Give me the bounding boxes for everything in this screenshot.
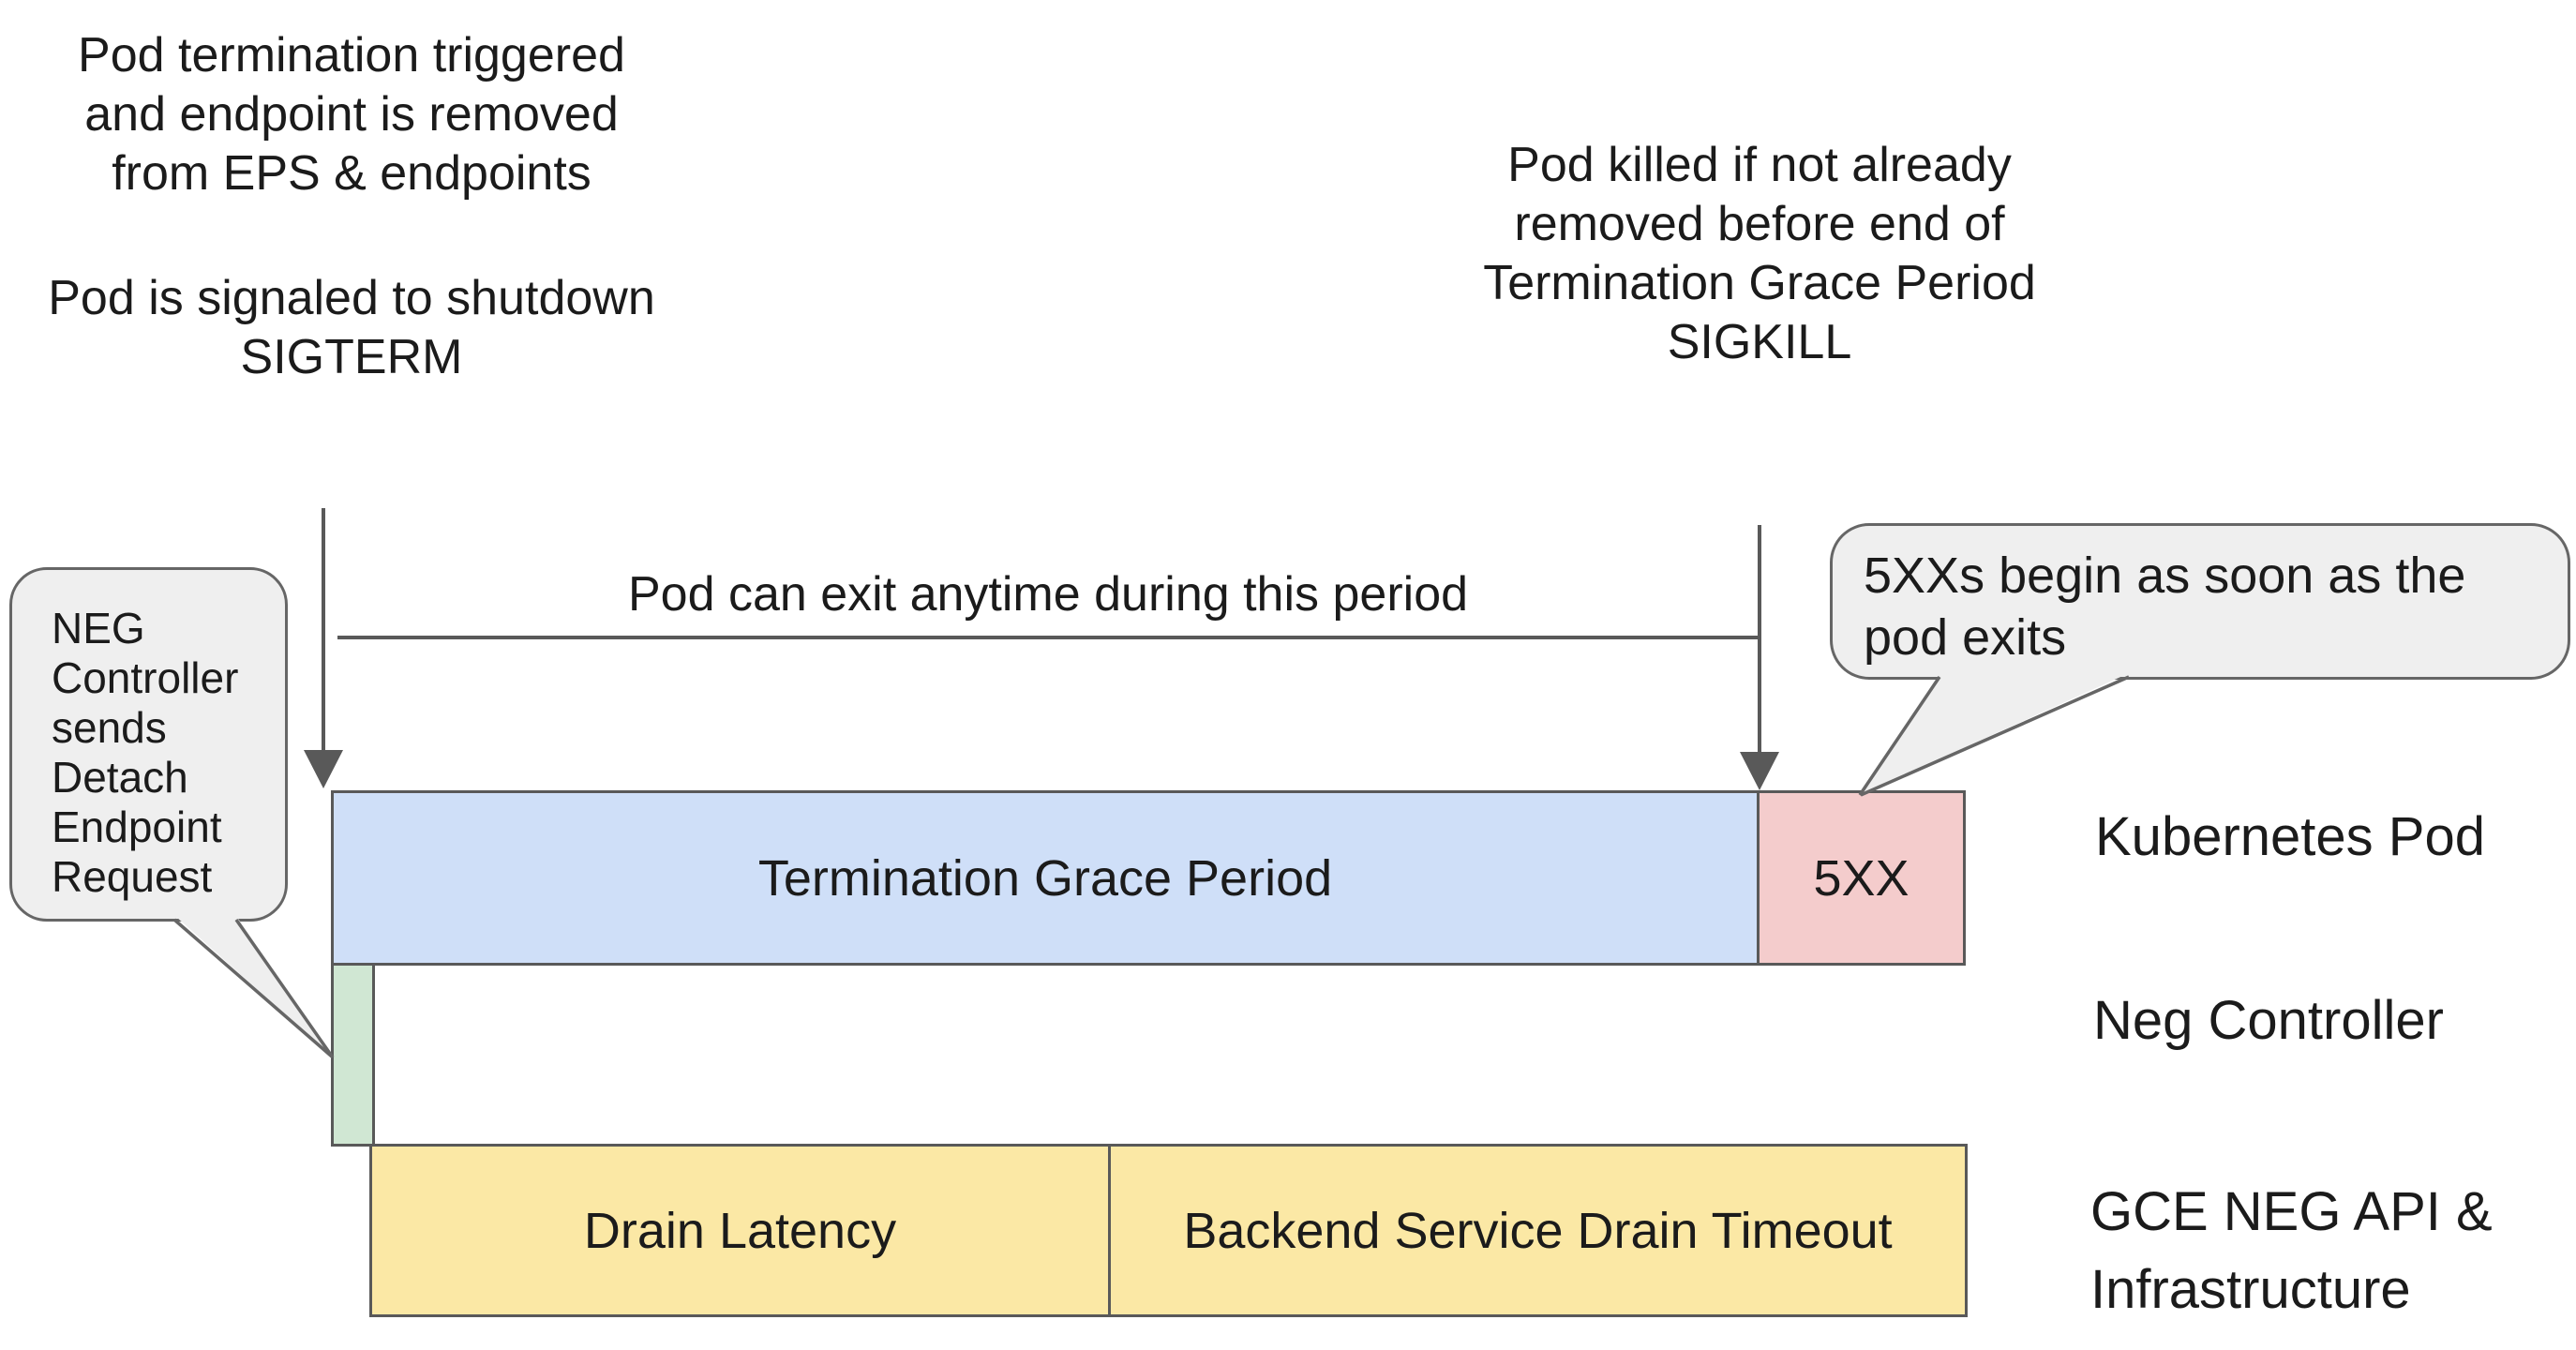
note-pod-termination: Pod termination triggered and endpoint i… [13,26,690,387]
note-line: SIGTERM [240,330,463,384]
drain-latency-label: Drain Latency [583,1202,897,1259]
backend-drain-timeout-label: Backend Service Drain Timeout [1183,1202,1893,1259]
callout-line: Detach [52,753,188,802]
backend-drain-timeout-segment: Backend Service Drain Timeout [1108,1147,1965,1314]
callout-line: pod exits [1864,609,2067,666]
lane-label-gce-neg-api: GCE NEG API & Infrastructure [2090,1173,2493,1328]
note-line: from EPS & endpoints [112,146,592,201]
lane-label-line: GCE NEG API & [2090,1181,2493,1242]
note-line: removed before end of [1514,197,2005,251]
lane-label-neg-controller: Neg Controller [2093,990,2444,1051]
period-span-label: Pod can exit anytime during this period [627,567,1469,622]
callout-neg-tail-edge [234,918,335,1059]
five-xx-label: 5XX [1813,849,1910,907]
lane-label-line: Infrastructure [2090,1259,2411,1320]
callout-line: sends [52,703,167,752]
callout-line: Endpoint [52,802,222,851]
note-line: Pod is signaled to shutdown [48,271,655,325]
callout-line: Request [52,852,213,901]
five-xx-bar: 5XX [1757,790,1966,966]
detach-endpoint-bar [331,963,375,1147]
sigkill-arrowhead-icon [1740,752,1779,790]
sigterm-arrowhead-icon [304,750,343,788]
callout-neg-tail-edge [172,918,334,1058]
callout-line: NEG [52,604,145,652]
termination-grace-period-bar: Termination Grace Period [331,790,1760,966]
drain-latency-segment: Drain Latency [372,1147,1108,1314]
note-line: Pod termination triggered [78,28,625,82]
callout-neg-controller: NEG Controller sends Detach Endpoint Req… [9,567,288,922]
callout-line: 5XXs begin as soon as the [1864,548,2466,604]
gce-drain-bar: Drain Latency Backend Service Drain Time… [369,1144,1968,1317]
callout-5xx-tail-edge [1860,675,2130,797]
callout-line: Controller [52,653,239,702]
callout-5xx-tail-edge [1858,676,1941,796]
callout-neg-tail [175,916,333,1058]
callout-5xx-tail [1862,673,2129,794]
callout-5xx-begin: 5XXs begin as soon as the pod exits [1830,523,2570,680]
note-line: Termination Grace Period [1483,256,2036,310]
note-line: SIGKILL [1667,315,1852,369]
note-line: and endpoint is removed [84,87,619,142]
lane-label-kubernetes-pod: Kubernetes Pod [2095,806,2485,867]
note-pod-killed: Pod killed if not already removed before… [1422,136,2097,372]
termination-grace-period-label: Termination Grace Period [757,849,1333,907]
note-line: Pod killed if not already [1507,138,2012,192]
